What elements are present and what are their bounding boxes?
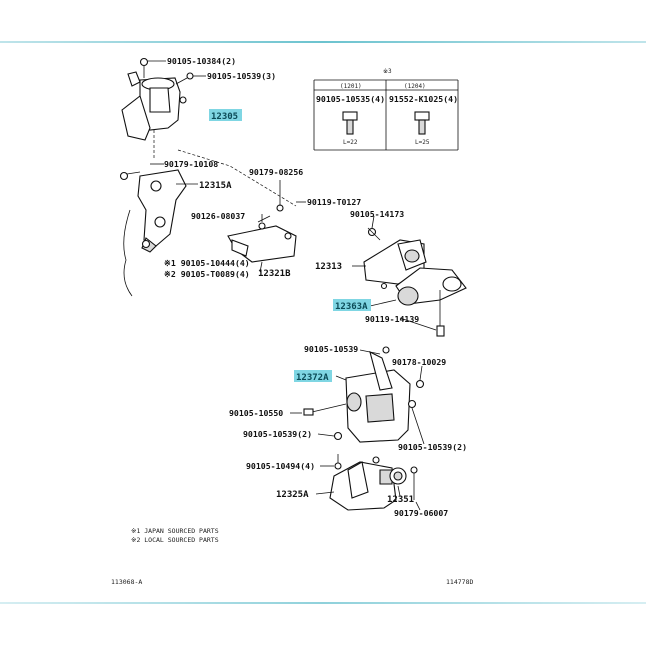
table-bolt1-shank [346,119,354,135]
lower-mount-12372A [303,346,425,443]
label-90105-10550: 90105-10550 [229,408,283,418]
label-90105-10539: 90105-10539 [304,344,358,354]
label-90119-14139: 90119-14139 [365,314,419,324]
footnote-local-sourced: ※2 LOCAL SOURCED PARTS [131,536,219,544]
label-90179-06007: 90179-06007 [394,508,448,518]
footnotes: ※1 JAPAN SOURCED PARTS ※2 LOCAL SOURCED … [111,527,473,586]
label-90105-10539-2-right: 90105-10539(2) [398,442,467,452]
stopper-12351 [389,466,418,500]
label-12372A[interactable]: 12372A [296,373,329,383]
label-90179-08256: 90179-08256 [249,167,303,177]
table-col1-part: 90105-10535(4) [316,94,385,104]
part-labels: 90105-10384(2) 90105-10539(3) 12305 9017… [164,56,467,518]
table-bolt2-head [414,111,430,121]
engine-mount-12305 [121,57,194,160]
torque-rod-12363A [395,267,467,337]
table-col2-length: L=25 [415,139,430,146]
table-col2-part: 91552-K1025(4) [389,94,458,104]
top-divider [0,41,646,43]
bottom-divider [0,602,646,604]
highlight-12305 [209,109,242,121]
footer-left-code: 113068-A [111,578,142,586]
label-12363A[interactable]: 12363A [335,302,368,312]
label-90105-10444: ※1 90105-10444(4) [164,258,250,268]
table-col2-header: (1204) [404,83,426,90]
table-col1-length: L=22 [343,139,358,146]
label-90105-10539-2-left: 90105-10539(2) [243,429,312,439]
label-90178-10029: 90178-10029 [392,357,446,367]
label-90126-08037: 90126-08037 [191,211,245,221]
label-90105-14173: 90105-14173 [350,209,404,219]
label-12325A: 12325A [276,490,309,500]
table-note-mark: ※3 [383,68,392,75]
bracket-12315A [119,169,187,297]
label-12313: 12313 [315,262,342,272]
label-90105-10384: 90105-10384(2) [167,56,236,66]
label-12321B: 12321B [258,269,291,279]
footer-right-code: 114778D [446,578,473,586]
bolt-length-table: ※3 (1201) (1204) 90105-10535(4) 91552-K1… [313,68,459,151]
footnote-japan-sourced: ※1 JAPAN SOURCED PARTS [131,527,219,535]
table-bolt2-shank [418,119,426,135]
label-12305[interactable]: 12305 [211,112,238,122]
table-bolt1-head [342,111,358,121]
label-90119-T0127: 90119-T0127 [307,197,361,207]
label-90105-10494: 90105-10494(4) [246,461,315,471]
bracket-12321B [177,149,297,263]
highlight-12372A [294,370,332,382]
table-col1-header: (1201) [340,83,362,90]
leader-lines [148,60,437,511]
label-90105-10539-3: 90105-10539(3) [207,71,276,81]
label-90105-T0089: ※2 90105-T0089(4) [164,269,250,279]
label-90179-10108: 90179-10108 [164,159,218,169]
highlight-12363A [333,299,371,311]
side-mount-12313 [363,227,427,290]
label-12351: 12351 [387,495,414,505]
label-12315A: 12315A [199,181,232,191]
bracket-12325A [329,454,397,511]
